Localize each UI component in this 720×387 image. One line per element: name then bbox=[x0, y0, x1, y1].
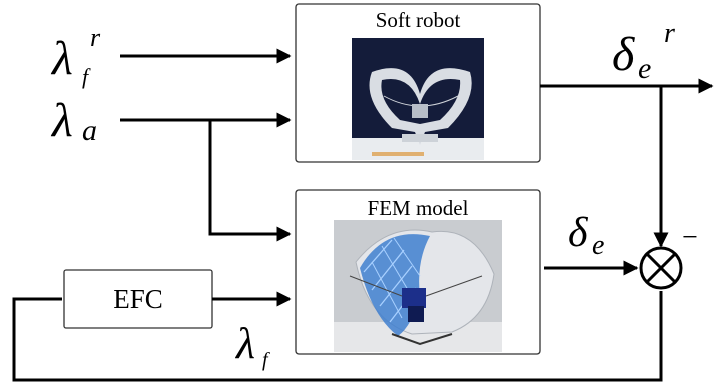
lambda-f-r-label: λ f r bbox=[50, 23, 101, 89]
efc-title: EFC bbox=[113, 284, 163, 314]
svg-text:δ: δ bbox=[612, 28, 635, 81]
svg-text:λ: λ bbox=[234, 319, 255, 368]
svg-text:a: a bbox=[82, 114, 97, 147]
minus-sign-label: − bbox=[682, 222, 698, 253]
lambda-f-label: λ f bbox=[234, 319, 270, 371]
svg-text:δ: δ bbox=[568, 210, 589, 256]
fem-model-title: FEM model bbox=[368, 196, 469, 220]
fem-model-block: FEM model bbox=[295, 189, 541, 355]
fem-model-photo bbox=[334, 220, 502, 352]
svg-text:f: f bbox=[262, 349, 270, 371]
lambda-a-label: λ a bbox=[50, 94, 97, 147]
svg-text:r: r bbox=[664, 18, 675, 49]
svg-text:f: f bbox=[82, 64, 91, 89]
lambda-a-branch-arrow bbox=[208, 120, 292, 242]
svg-text:e: e bbox=[592, 230, 604, 261]
efc-block: EFC bbox=[63, 269, 213, 329]
feedback-loop-wire bbox=[12, 291, 663, 382]
svg-text:λ: λ bbox=[50, 32, 73, 85]
soft-robot-photo bbox=[352, 38, 484, 160]
svg-text:λ: λ bbox=[50, 94, 73, 147]
svg-text:e: e bbox=[638, 52, 651, 85]
soft-robot-title: Soft robot bbox=[376, 8, 461, 32]
delta-e-r-label: δ e r bbox=[612, 18, 675, 85]
summing-junction bbox=[639, 246, 683, 290]
svg-text:r: r bbox=[90, 23, 101, 52]
soft-robot-block: Soft robot bbox=[295, 3, 541, 163]
delta-e-label: δ e bbox=[568, 210, 604, 261]
